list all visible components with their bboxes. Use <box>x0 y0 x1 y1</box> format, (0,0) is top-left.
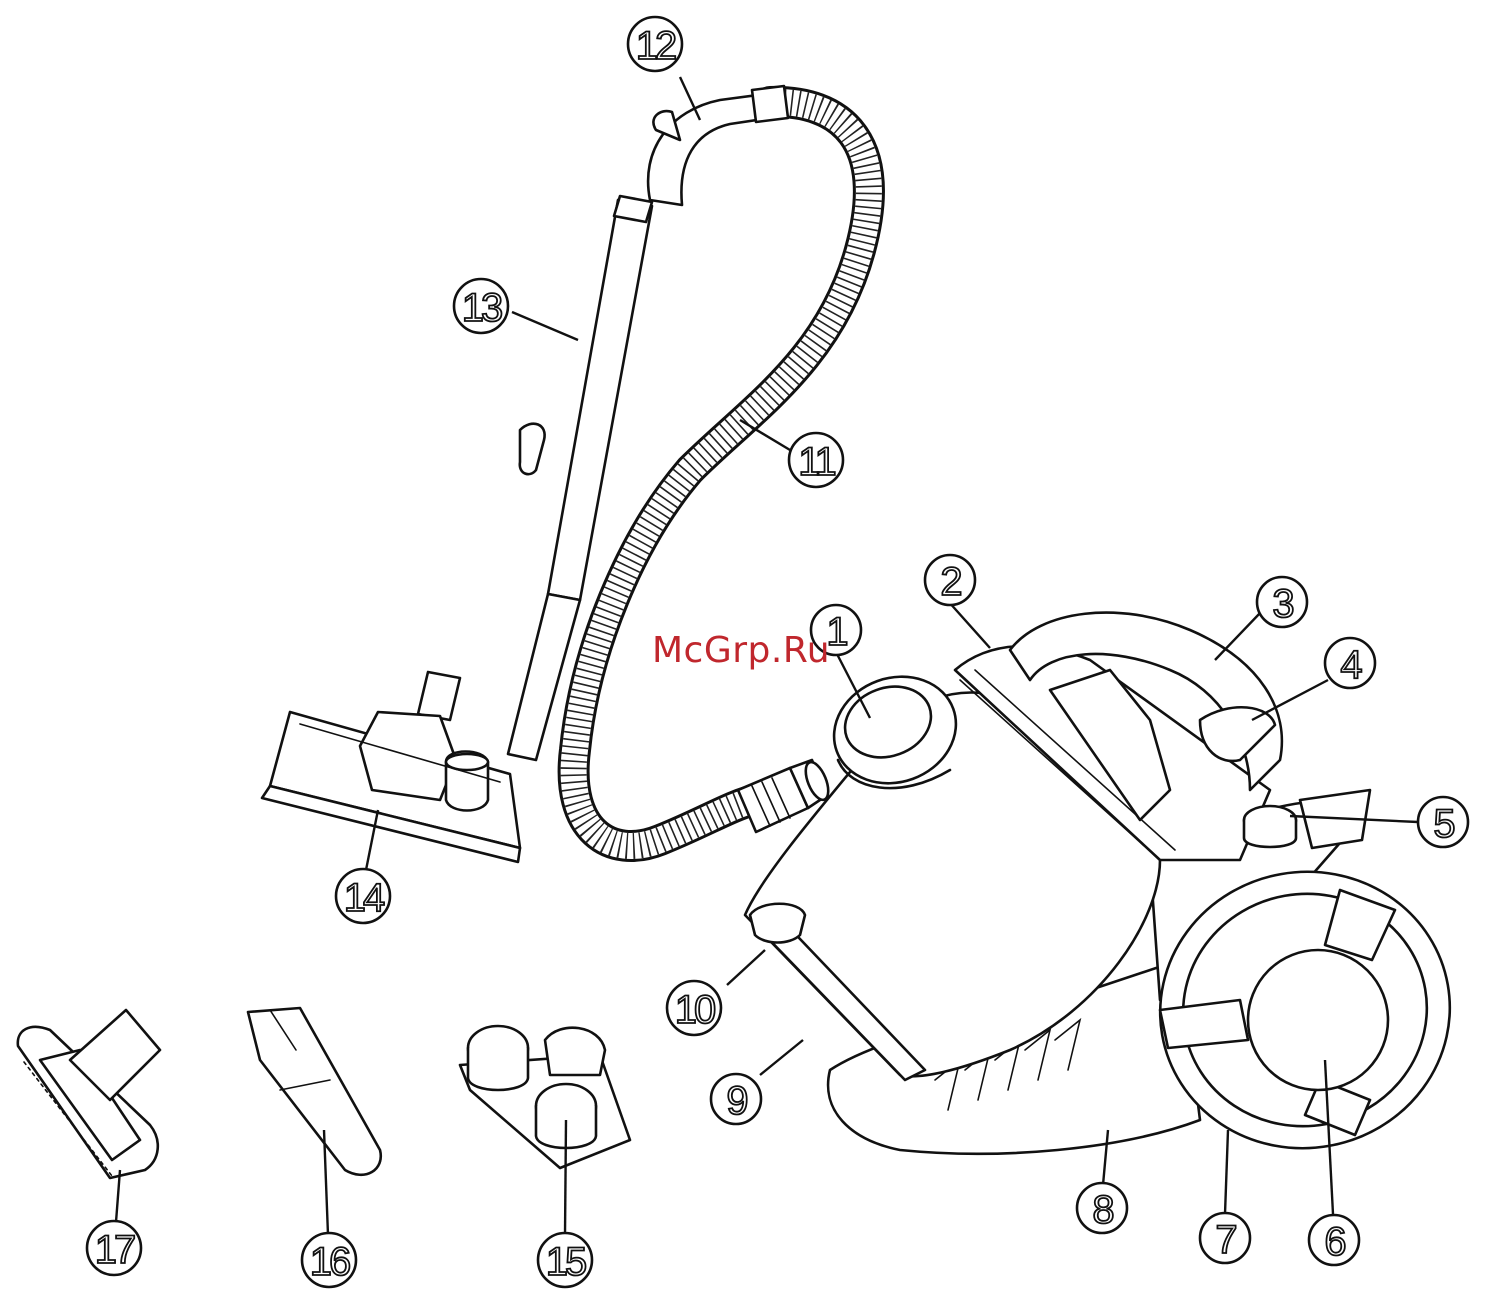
callout-10: 10 <box>667 981 721 1035</box>
svg-text:15: 15 <box>546 1240 586 1284</box>
svg-text:9: 9 <box>726 1079 747 1123</box>
svg-text:3: 3 <box>1272 582 1293 626</box>
callout-8: 8 <box>1077 1183 1127 1233</box>
svg-text:7: 7 <box>1215 1218 1236 1262</box>
callout-3: 3 <box>1257 577 1307 627</box>
callout-2: 2 <box>925 555 975 605</box>
callout-7: 7 <box>1200 1213 1250 1263</box>
callout-6: 6 <box>1309 1215 1359 1265</box>
callout-13: 13 <box>454 279 508 333</box>
svg-text:17: 17 <box>95 1228 135 1272</box>
accessory-holder <box>460 1026 630 1168</box>
callout-14: 14 <box>336 869 390 923</box>
svg-text:14: 14 <box>344 876 385 920</box>
svg-text:4: 4 <box>1340 643 1362 687</box>
callout-4: 4 <box>1325 638 1375 688</box>
callout-17: 17 <box>87 1221 141 1275</box>
crevice-nozzle <box>248 1008 381 1175</box>
floor-brush <box>262 712 520 862</box>
telescopic-tube <box>418 196 652 760</box>
vacuum-body <box>745 613 1472 1172</box>
upholstery-brush <box>18 1010 160 1178</box>
svg-text:2: 2 <box>940 560 961 604</box>
callout-12: 12 <box>628 17 682 71</box>
callout-11: 11 <box>789 433 843 487</box>
callout-15: 15 <box>538 1233 592 1287</box>
svg-text:11: 11 <box>798 440 835 484</box>
callout-9: 9 <box>711 1074 761 1124</box>
svg-text:6: 6 <box>1324 1220 1345 1264</box>
svg-text:10: 10 <box>675 988 715 1032</box>
watermark: McGrp.Ru <box>652 630 830 671</box>
svg-text:16: 16 <box>310 1240 350 1284</box>
svg-text:13: 13 <box>462 286 502 330</box>
hose-handle <box>648 86 788 205</box>
svg-text:8: 8 <box>1092 1188 1113 1232</box>
callout-5: 5 <box>1418 797 1468 847</box>
svg-text:5: 5 <box>1433 802 1454 846</box>
callout-16: 16 <box>302 1233 356 1287</box>
svg-text:12: 12 <box>636 24 676 68</box>
